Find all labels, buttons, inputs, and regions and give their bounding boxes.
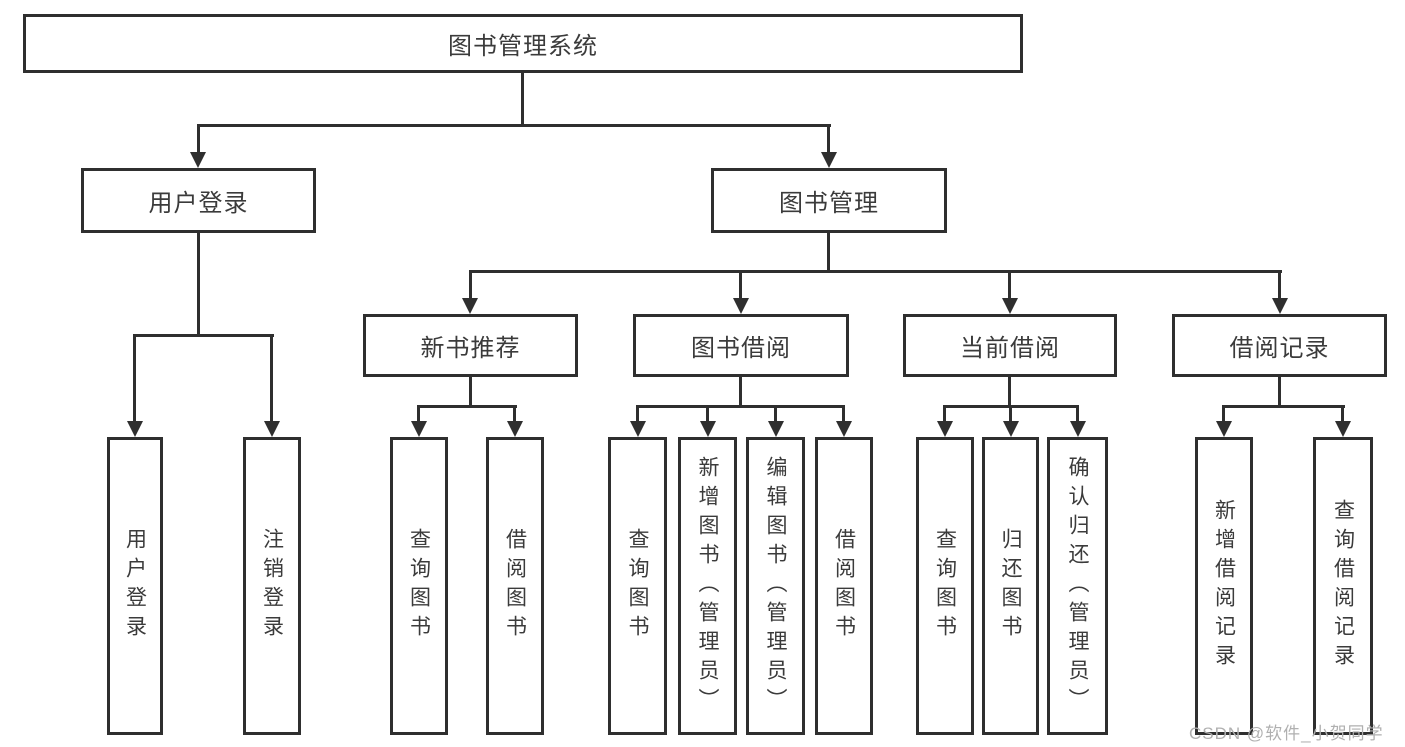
- arrow-down-icon: [190, 152, 206, 168]
- arrow-down-icon: [411, 421, 427, 437]
- leaf-query-borrow-record-label: 查询借阅记录: [1331, 499, 1355, 673]
- leaf-borrow-books-1: 借阅图书: [486, 437, 544, 735]
- leaf-return-book-label: 归还图书: [999, 528, 1022, 644]
- node-borrow-records-label: 借阅记录: [1229, 335, 1330, 362]
- connector-line: [1222, 405, 1225, 424]
- arrow-down-icon: [1335, 421, 1351, 437]
- leaf-query-books-2: 查询图书: [608, 437, 667, 735]
- connector-line: [469, 377, 472, 408]
- connector-line: [469, 270, 472, 301]
- connector-line: [417, 405, 517, 408]
- arrow-down-icon: [127, 421, 143, 437]
- node-current-borrow: 当前借阅: [903, 314, 1117, 377]
- connector-line: [197, 124, 831, 127]
- leaf-query-borrow-record: 查询借阅记录: [1313, 437, 1373, 735]
- connector-line: [1341, 405, 1344, 424]
- node-borrow-records: 借阅记录: [1172, 314, 1387, 377]
- node-user-login: 用户登录: [81, 168, 316, 233]
- connector-line: [1009, 405, 1012, 424]
- connector-line: [133, 334, 274, 337]
- leaf-query-books-3-label: 查询图书: [933, 528, 957, 644]
- csdn-watermark: CSDN @软件_小贺同学: [1189, 724, 1384, 743]
- connector-line: [513, 405, 516, 424]
- arrow-down-icon: [733, 298, 749, 314]
- leaf-query-books-3: 查询图书: [916, 437, 974, 735]
- connector-line: [739, 377, 742, 408]
- leaf-add-borrow-record-label: 新增借阅记录: [1212, 499, 1236, 673]
- connector-line: [1076, 405, 1079, 424]
- arrow-down-icon: [768, 421, 784, 437]
- leaf-user-login: 用户登录: [107, 437, 163, 735]
- leaf-query-books-1-label: 查询图书: [407, 528, 431, 644]
- leaf-query-books-1: 查询图书: [390, 437, 448, 735]
- arrow-down-icon: [462, 298, 478, 314]
- leaf-confirm-return-admin: 确认归还（管理员）: [1047, 437, 1108, 735]
- connector-line: [1008, 270, 1011, 301]
- connector-line: [1222, 405, 1345, 408]
- leaf-user-login-label: 用户登录: [123, 528, 147, 644]
- connector-line: [270, 334, 273, 424]
- connector-line: [133, 334, 136, 424]
- arrow-down-icon: [937, 421, 953, 437]
- connector-line: [842, 405, 845, 424]
- connector-line: [774, 405, 777, 424]
- leaf-logout-label: 注销登录: [260, 528, 284, 644]
- leaf-borrow-books-1-label: 借阅图书: [503, 528, 527, 644]
- arrow-down-icon: [264, 421, 280, 437]
- arrow-down-icon: [821, 152, 837, 168]
- leaf-borrow-books-2: 借阅图书: [815, 437, 873, 735]
- node-book-management: 图书管理: [711, 168, 947, 233]
- node-book-borrow-label: 图书借阅: [691, 335, 791, 362]
- node-book-management-label: 图书管理: [779, 190, 879, 217]
- leaf-query-books-2-label: 查询图书: [626, 528, 649, 644]
- connector-line: [943, 405, 946, 424]
- arrow-down-icon: [1002, 298, 1018, 314]
- leaf-add-borrow-record: 新增借阅记录: [1195, 437, 1253, 735]
- leaf-return-book: 归还图书: [982, 437, 1039, 735]
- leaf-edit-book-admin-label: 编辑图书（管理员）: [764, 455, 787, 717]
- leaf-edit-book-admin: 编辑图书（管理员）: [746, 437, 805, 735]
- node-book-borrow: 图书借阅: [633, 314, 849, 377]
- connector-line: [636, 405, 845, 408]
- arrow-down-icon: [1272, 298, 1288, 314]
- connector-line: [469, 270, 1282, 273]
- connector-line: [636, 405, 639, 424]
- node-current-borrow-label: 当前借阅: [960, 335, 1060, 362]
- connector-line: [706, 405, 709, 424]
- connector-line: [827, 124, 830, 155]
- connector-line: [1278, 377, 1281, 408]
- connector-line: [521, 73, 524, 125]
- node-new-book-recommend: 新书推荐: [363, 314, 578, 377]
- leaf-add-book-admin-label: 新增图书（管理员）: [696, 455, 719, 717]
- arrow-down-icon: [1003, 421, 1019, 437]
- leaf-borrow-books-2-label: 借阅图书: [832, 528, 856, 644]
- leaf-logout: 注销登录: [243, 437, 301, 735]
- connector-line: [417, 405, 420, 424]
- connector-line: [827, 233, 830, 273]
- node-new-book-recommend-label: 新书推荐: [420, 335, 521, 362]
- node-library-system-label: 图书管理系统: [448, 33, 598, 60]
- arrow-down-icon: [1070, 421, 1086, 437]
- connector-line: [197, 233, 200, 336]
- arrow-down-icon: [836, 421, 852, 437]
- leaf-confirm-return-admin-label: 确认归还（管理员）: [1066, 455, 1089, 717]
- leaf-add-book-admin: 新增图书（管理员）: [678, 437, 737, 735]
- arrow-down-icon: [630, 421, 646, 437]
- connector-line: [739, 270, 742, 301]
- node-library-system: 图书管理系统: [23, 14, 1023, 73]
- arrow-down-icon: [700, 421, 716, 437]
- arrow-down-icon: [507, 421, 523, 437]
- connector-line: [1278, 270, 1281, 301]
- node-user-login-label: 用户登录: [148, 190, 249, 217]
- arrow-down-icon: [1216, 421, 1232, 437]
- connector-line: [1008, 377, 1011, 408]
- connector-line: [197, 124, 200, 155]
